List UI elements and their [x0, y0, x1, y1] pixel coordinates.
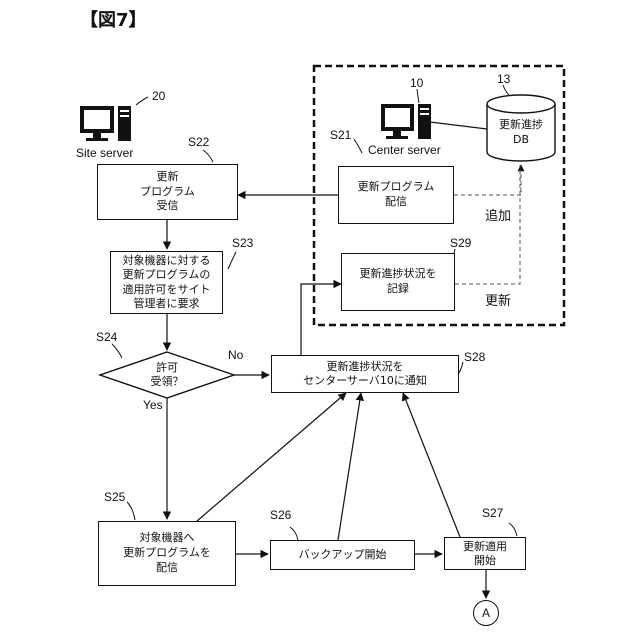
- center-server-ref: 10: [410, 76, 423, 90]
- step-id-s29: S29: [450, 236, 471, 250]
- edge-label-no: No: [228, 348, 243, 362]
- db-ref: 13: [497, 72, 510, 86]
- site-server-ref: 20: [152, 89, 165, 103]
- step-id-s28: S28: [464, 350, 485, 364]
- step-id-s21: S21: [330, 128, 351, 142]
- site-server-computer-icon: [80, 106, 131, 141]
- step-id-s22: S22: [188, 135, 209, 149]
- step-box-s21: 更新プログラム配信: [338, 166, 454, 224]
- edge-label-add: 追加: [485, 205, 511, 224]
- site-server-label: Site server: [76, 146, 133, 160]
- step-id-s23: S23: [232, 236, 253, 250]
- step-id-s24: S24: [96, 330, 117, 344]
- step-box-s23: 対象機器に対する更新プログラムの適用許可をサイト管理者に要求: [110, 251, 223, 314]
- edge-label-update: 更新: [485, 290, 511, 309]
- step-id-s26: S26: [270, 508, 291, 522]
- step-box-s27: 更新適用開始: [444, 537, 526, 570]
- step-box-s22: 更新プログラム受信: [97, 164, 238, 220]
- center-server-label: Center server: [368, 143, 441, 157]
- step-box-s29: 更新進捗状況を記録: [341, 253, 455, 311]
- step-box-s25: 対象機器へ更新プログラムを配信: [98, 521, 236, 586]
- step-id-s25: S25: [104, 490, 125, 504]
- step-id-s27: S27: [482, 506, 503, 520]
- connector-a: A: [473, 600, 499, 626]
- db-label: 更新進捗DB: [487, 118, 555, 148]
- figure-title: 【図7】: [80, 6, 147, 32]
- step-box-s28: 更新進捗状況をセンターサーバ10に通知: [271, 355, 459, 393]
- center-server-computer-icon: [381, 104, 431, 139]
- edge-label-yes: Yes: [143, 398, 163, 412]
- step-text-s24: 許可受領？: [127, 357, 207, 393]
- step-box-s26: バックアップ開始: [270, 540, 415, 570]
